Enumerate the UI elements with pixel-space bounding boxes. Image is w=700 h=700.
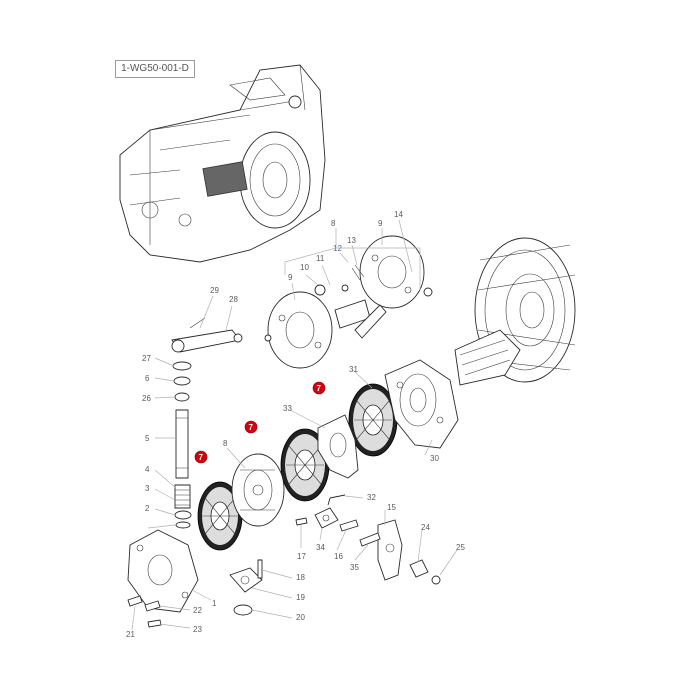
callout-23: 23 [193, 625, 202, 634]
brake-actuator [231, 453, 285, 527]
callout-9: 9 [378, 219, 383, 228]
callout-25: 25 [456, 543, 465, 552]
highlight-dot-7-middle [244, 420, 258, 434]
callout-24: 24 [421, 523, 430, 532]
callout-27: 27 [142, 354, 151, 363]
callout-32: 32 [367, 493, 376, 502]
callout-29: 29 [210, 286, 219, 295]
reference-code-box: 1-WG50-001-D [115, 60, 195, 78]
brake-disc-1 [197, 481, 243, 551]
callout-13: 13 [347, 236, 356, 245]
callout-14: 14 [394, 210, 403, 219]
callout-8-lower: 8 [223, 439, 228, 448]
callout-10: 10 [300, 263, 309, 272]
leader-lines [131, 219, 458, 631]
brake-plate [317, 414, 359, 479]
highlight-markers: 7 7 7 [194, 381, 326, 464]
callout-26: 26 [142, 394, 151, 403]
callout-2: 2 [145, 504, 150, 513]
brake-lever-15 [359, 519, 403, 581]
crown-wheel-pinion [454, 237, 576, 386]
brake-disc-2 [280, 428, 330, 502]
callout-34: 34 [316, 543, 325, 552]
highlight-label-7-left: 7 [199, 453, 204, 462]
callout-22: 22 [193, 606, 202, 615]
callout-4: 4 [145, 465, 150, 474]
brake-actuator-assembly [264, 235, 433, 369]
callout-31: 31 [349, 365, 358, 374]
plate-24 [409, 559, 441, 585]
highlight-label-7-right: 7 [317, 384, 322, 393]
callout-20: 20 [296, 613, 305, 622]
callout-3: 3 [145, 484, 150, 493]
callout-19: 19 [296, 593, 305, 602]
callout-5: 5 [145, 434, 150, 443]
callout-12: 12 [333, 244, 342, 253]
brake-housing [384, 359, 459, 449]
small-fasteners [295, 494, 359, 532]
callout-35: 35 [350, 563, 359, 572]
brake-disc-3 [348, 383, 398, 457]
callout-17: 17 [297, 552, 306, 561]
callout-16: 16 [334, 552, 343, 561]
callout-11: 11 [316, 254, 325, 263]
callout-21: 21 [126, 630, 135, 639]
transmission-housing [119, 64, 326, 263]
callout-15: 15 [387, 503, 396, 512]
callout-6: 6 [145, 374, 150, 383]
mounting-bracket [127, 529, 263, 628]
callout-18: 18 [296, 573, 305, 582]
callout-8: 8 [331, 219, 336, 228]
callout-28: 28 [229, 295, 238, 304]
callout-30: 30 [430, 454, 439, 463]
callout-33: 33 [283, 404, 292, 413]
highlight-label-7-middle: 7 [249, 423, 254, 432]
callout-labels: 8 9 14 12 13 10 11 9 29 28 27 6 26 31 33… [126, 210, 465, 639]
highlight-dot-7-right [312, 381, 326, 395]
highlight-dot-7-left [194, 450, 208, 464]
lever-shaft-assembly [171, 317, 243, 529]
callout-1: 1 [212, 599, 217, 608]
callout-9-lower: 9 [288, 273, 293, 282]
